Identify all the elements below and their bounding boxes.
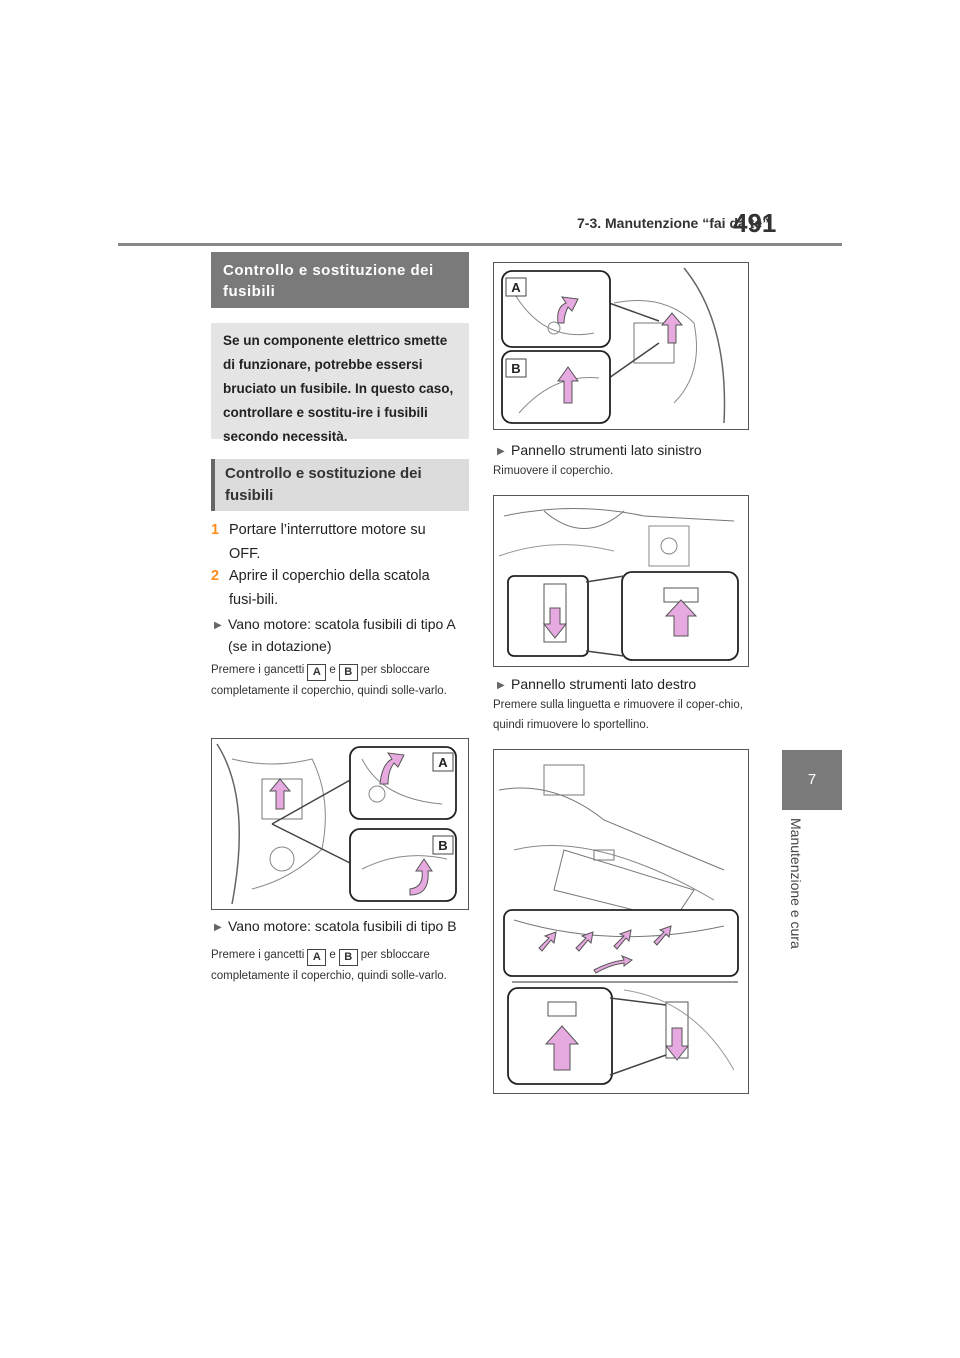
step-number: 2 <box>211 568 220 584</box>
glovebox-illustration <box>498 764 739 1085</box>
label-a-box: A <box>307 949 327 966</box>
arrow-icon <box>593 955 634 974</box>
arrow-icon <box>409 858 433 896</box>
arrow-icon <box>542 607 568 639</box>
triangle-icon: ▶ <box>214 922 222 933</box>
note-text: e <box>329 664 336 676</box>
figure-engine-fusebox-b: A B <box>493 262 749 430</box>
figure-left-instrument-panel <box>493 495 749 667</box>
triangle-icon: ▶ <box>214 620 222 631</box>
label-a: A <box>438 755 448 770</box>
bullet-right-panel: ▶ Pannello strumenti lato destro <box>497 673 753 697</box>
note-text: Premere i gancetti <box>211 949 305 961</box>
bullet-left-panel: ▶ Pannello strumenti lato sinistro <box>497 439 753 463</box>
header-rule <box>118 243 842 246</box>
arrow-icon <box>379 752 405 785</box>
label-b-box: B <box>338 664 358 681</box>
label-a: A <box>511 280 521 295</box>
arrow-icon <box>544 1025 580 1071</box>
note-text: e <box>329 949 336 961</box>
note-text: per sbloccare <box>360 949 430 961</box>
note-text: completamente il coperchio, quindi solle… <box>211 970 447 982</box>
chapter-tab: 7 <box>782 750 842 810</box>
arrow-icon <box>664 599 698 637</box>
section-title: Controllo e sostituzione dei fusibili <box>211 252 469 308</box>
bullet-text: Pannello strumenti lato sinistro <box>511 442 702 458</box>
label-b: B <box>511 361 520 376</box>
note-right-panel: Premere sulla linguetta e rimuovere il c… <box>493 699 743 731</box>
bullet-text: Pannello strumenti lato destro <box>511 676 697 692</box>
subsection-title: Controllo e sostituzione dei fusibili <box>211 459 469 511</box>
step-2: 2 Aprire il coperchio della scatola fusi-… <box>211 564 469 612</box>
figure-right-instrument-panel <box>493 749 749 1094</box>
arrow-icon <box>653 925 672 946</box>
arrow-icon <box>557 296 579 324</box>
triangle-icon: ▶ <box>497 446 505 457</box>
step-1: 1 Portare l’interruttore motore su OFF. <box>211 518 469 566</box>
arrow-icon <box>664 1027 690 1061</box>
section-header: 7-3. Manutenzione “fai da te” <box>577 215 770 231</box>
figure-engine-fusebox-a: A B <box>211 738 469 910</box>
arrow-icon <box>538 931 557 952</box>
note-text: completamente il coperchio, quindi solle… <box>211 685 447 697</box>
bullet-text: Vano motore: scatola fusibili di tipo B <box>228 918 457 934</box>
step-text: Portare l’interruttore motore su OFF. <box>229 522 426 562</box>
triangle-icon: ▶ <box>497 680 505 691</box>
note-left-panel: Rimuovere il coperchio. <box>493 465 614 477</box>
dashboard-illustration <box>498 508 739 661</box>
arrow-icon <box>660 312 684 344</box>
note-text: per sbloccare <box>360 664 430 676</box>
arrow-icon <box>575 931 594 952</box>
note-text: Premere i gancetti <box>211 664 305 676</box>
engine-illustration: A B <box>216 743 457 905</box>
arrow-icon <box>557 366 579 404</box>
step-number: 1 <box>211 522 220 538</box>
label-b-box: B <box>338 949 358 966</box>
arrow-icon <box>613 929 632 950</box>
label-a-box: A <box>307 664 327 681</box>
page-number: 491 <box>733 208 777 238</box>
bullet-text: Vano motore: scatola fusibili di tipo A … <box>228 616 455 654</box>
bullet-fusebox-a: ▶ Vano motore: scatola fusibili di tipo A… <box>214 613 470 657</box>
engine-illustration: A B <box>501 267 726 424</box>
intro-text: Se un componente elettrico smette di fun… <box>211 323 469 444</box>
arrow-icon <box>268 778 292 810</box>
chapter-label: Manutenzione e cura <box>788 818 804 949</box>
label-b: B <box>438 838 447 853</box>
step-text: Aprire il coperchio della scatola fusi-b… <box>229 568 430 608</box>
bullet-fusebox-b: ▶ Vano motore: scatola fusibili di tipo B <box>214 915 470 939</box>
